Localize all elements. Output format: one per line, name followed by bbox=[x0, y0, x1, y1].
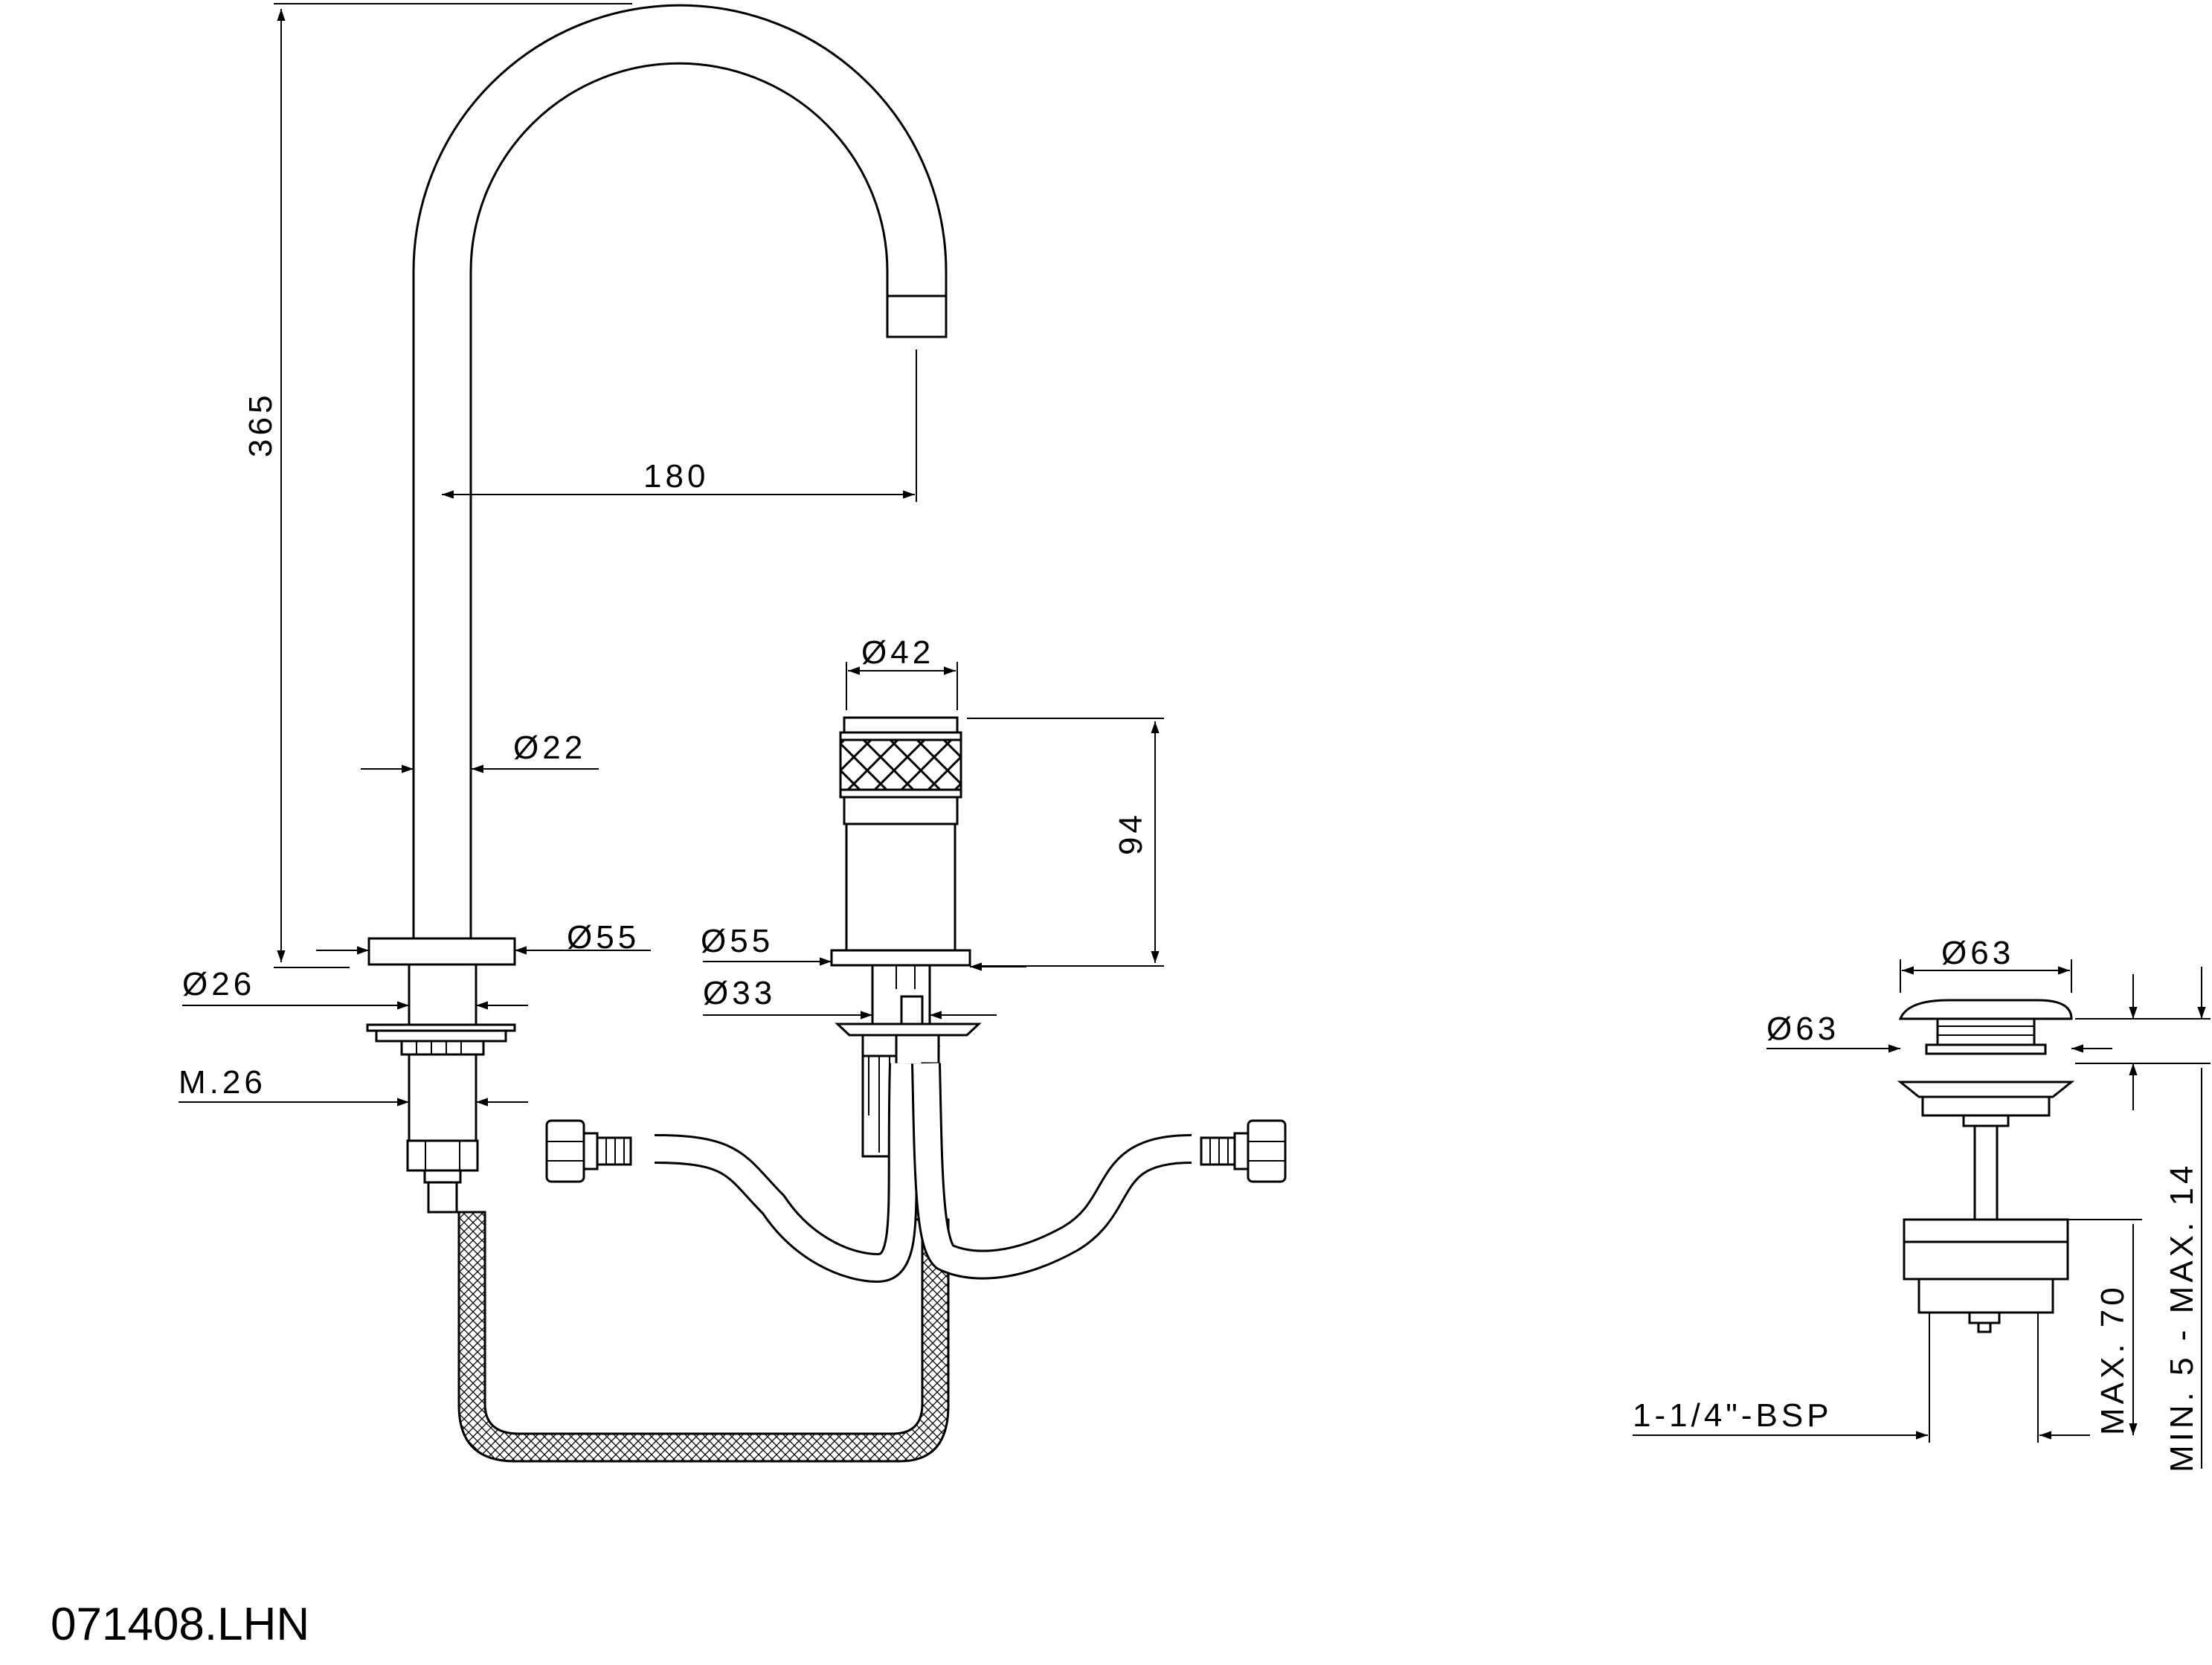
product-code: 071408.LHN bbox=[51, 1599, 309, 1650]
handle-knob-diameter-label: Ø42 bbox=[861, 634, 934, 671]
drain-cap-diameter-side-label: Ø63 bbox=[1766, 1011, 1839, 1047]
spout-thread-label: M.26 bbox=[179, 1064, 266, 1101]
drain-thread-label: 1-1/4"-BSP bbox=[1633, 1397, 1833, 1434]
handle-base-diameter-label: Ø55 bbox=[701, 923, 774, 959]
spout-shank-diameter-label: Ø26 bbox=[182, 966, 255, 1002]
spout-reach-label: 180 bbox=[643, 458, 709, 495]
dimension-lines bbox=[179, 3, 2211, 1469]
drain-thickness-range-label: MIN. 5 - MAX. 14 bbox=[2164, 1162, 2200, 1472]
drain-max-length-label: MAX. 70 bbox=[2094, 1284, 2131, 1435]
drain-body bbox=[1897, 999, 2075, 1333]
spout-height-label: 365 bbox=[242, 392, 279, 457]
drain-cap-diameter-top-label: Ø63 bbox=[1941, 935, 2014, 971]
braided-hose bbox=[457, 1211, 950, 1463]
spout-body bbox=[366, 4, 948, 1214]
spout-pipe-diameter-label: Ø22 bbox=[513, 730, 586, 766]
handle-height-label: 94 bbox=[1113, 811, 1149, 855]
handle-shank-diameter-label: Ø33 bbox=[703, 975, 776, 1011]
spout-base-diameter-label: Ø55 bbox=[567, 919, 640, 956]
flexible-hoses bbox=[545, 1063, 1287, 1283]
